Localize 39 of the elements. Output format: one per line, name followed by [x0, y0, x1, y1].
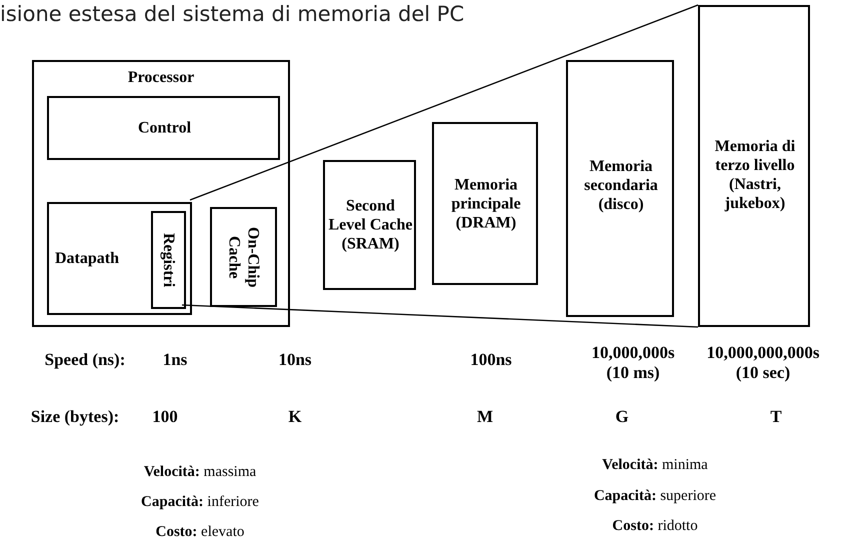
cache-box: [210, 207, 277, 307]
register-box: [151, 211, 186, 309]
box-label: Memoria di terzo livello (Nastri, jukebox): [714, 137, 796, 213]
box-label: Control: [136, 118, 192, 138]
memory-box: [432, 122, 538, 285]
title: isione estesa del sistema di memoria del PC: [0, 2, 464, 26]
size-value: G: [614, 407, 630, 427]
size-value: M: [476, 407, 494, 427]
box-label: Memoria secondaria (disco): [583, 157, 659, 214]
box-label: Second Level Cache (SRAM): [328, 196, 414, 254]
size-value: T: [769, 407, 783, 427]
memory-box: [566, 60, 674, 317]
control-box: [47, 96, 280, 160]
box-label: On-Chip Cache: [224, 226, 262, 290]
size-value: 100: [151, 407, 179, 427]
connector-line: [190, 4, 698, 201]
note-text: Capacità: superiore: [592, 487, 718, 506]
note-text: Velocità: massima: [142, 463, 258, 482]
datapath-box: [47, 202, 192, 315]
row-label: Speed (ns):: [44, 350, 126, 370]
speed-value: 10,000,000,000s (10 sec): [706, 343, 820, 383]
memory-box: [698, 5, 810, 327]
speed-value: 100ns: [469, 350, 513, 370]
note-text: Costo: elevato: [154, 523, 246, 542]
note-text: Velocità: minima: [601, 456, 709, 475]
row-label: Size (bytes):: [30, 407, 120, 427]
memory-box: [323, 160, 416, 290]
connector-line: [182, 304, 698, 328]
speed-value: 1ns: [162, 350, 188, 370]
processor-box: [32, 60, 290, 327]
box-label: Processor: [126, 68, 196, 87]
box-label: Datapath: [55, 248, 120, 268]
note-text: Capacità: inferiore: [140, 493, 260, 512]
size-value: K: [287, 407, 303, 427]
box-label: Memoria principale (DRAM): [450, 175, 522, 232]
note-text: Costo: ridotto: [611, 517, 699, 536]
speed-value: 10,000,000s (10 ms): [590, 343, 676, 383]
box-label: Registri: [159, 232, 178, 288]
speed-value: 10ns: [277, 350, 313, 370]
